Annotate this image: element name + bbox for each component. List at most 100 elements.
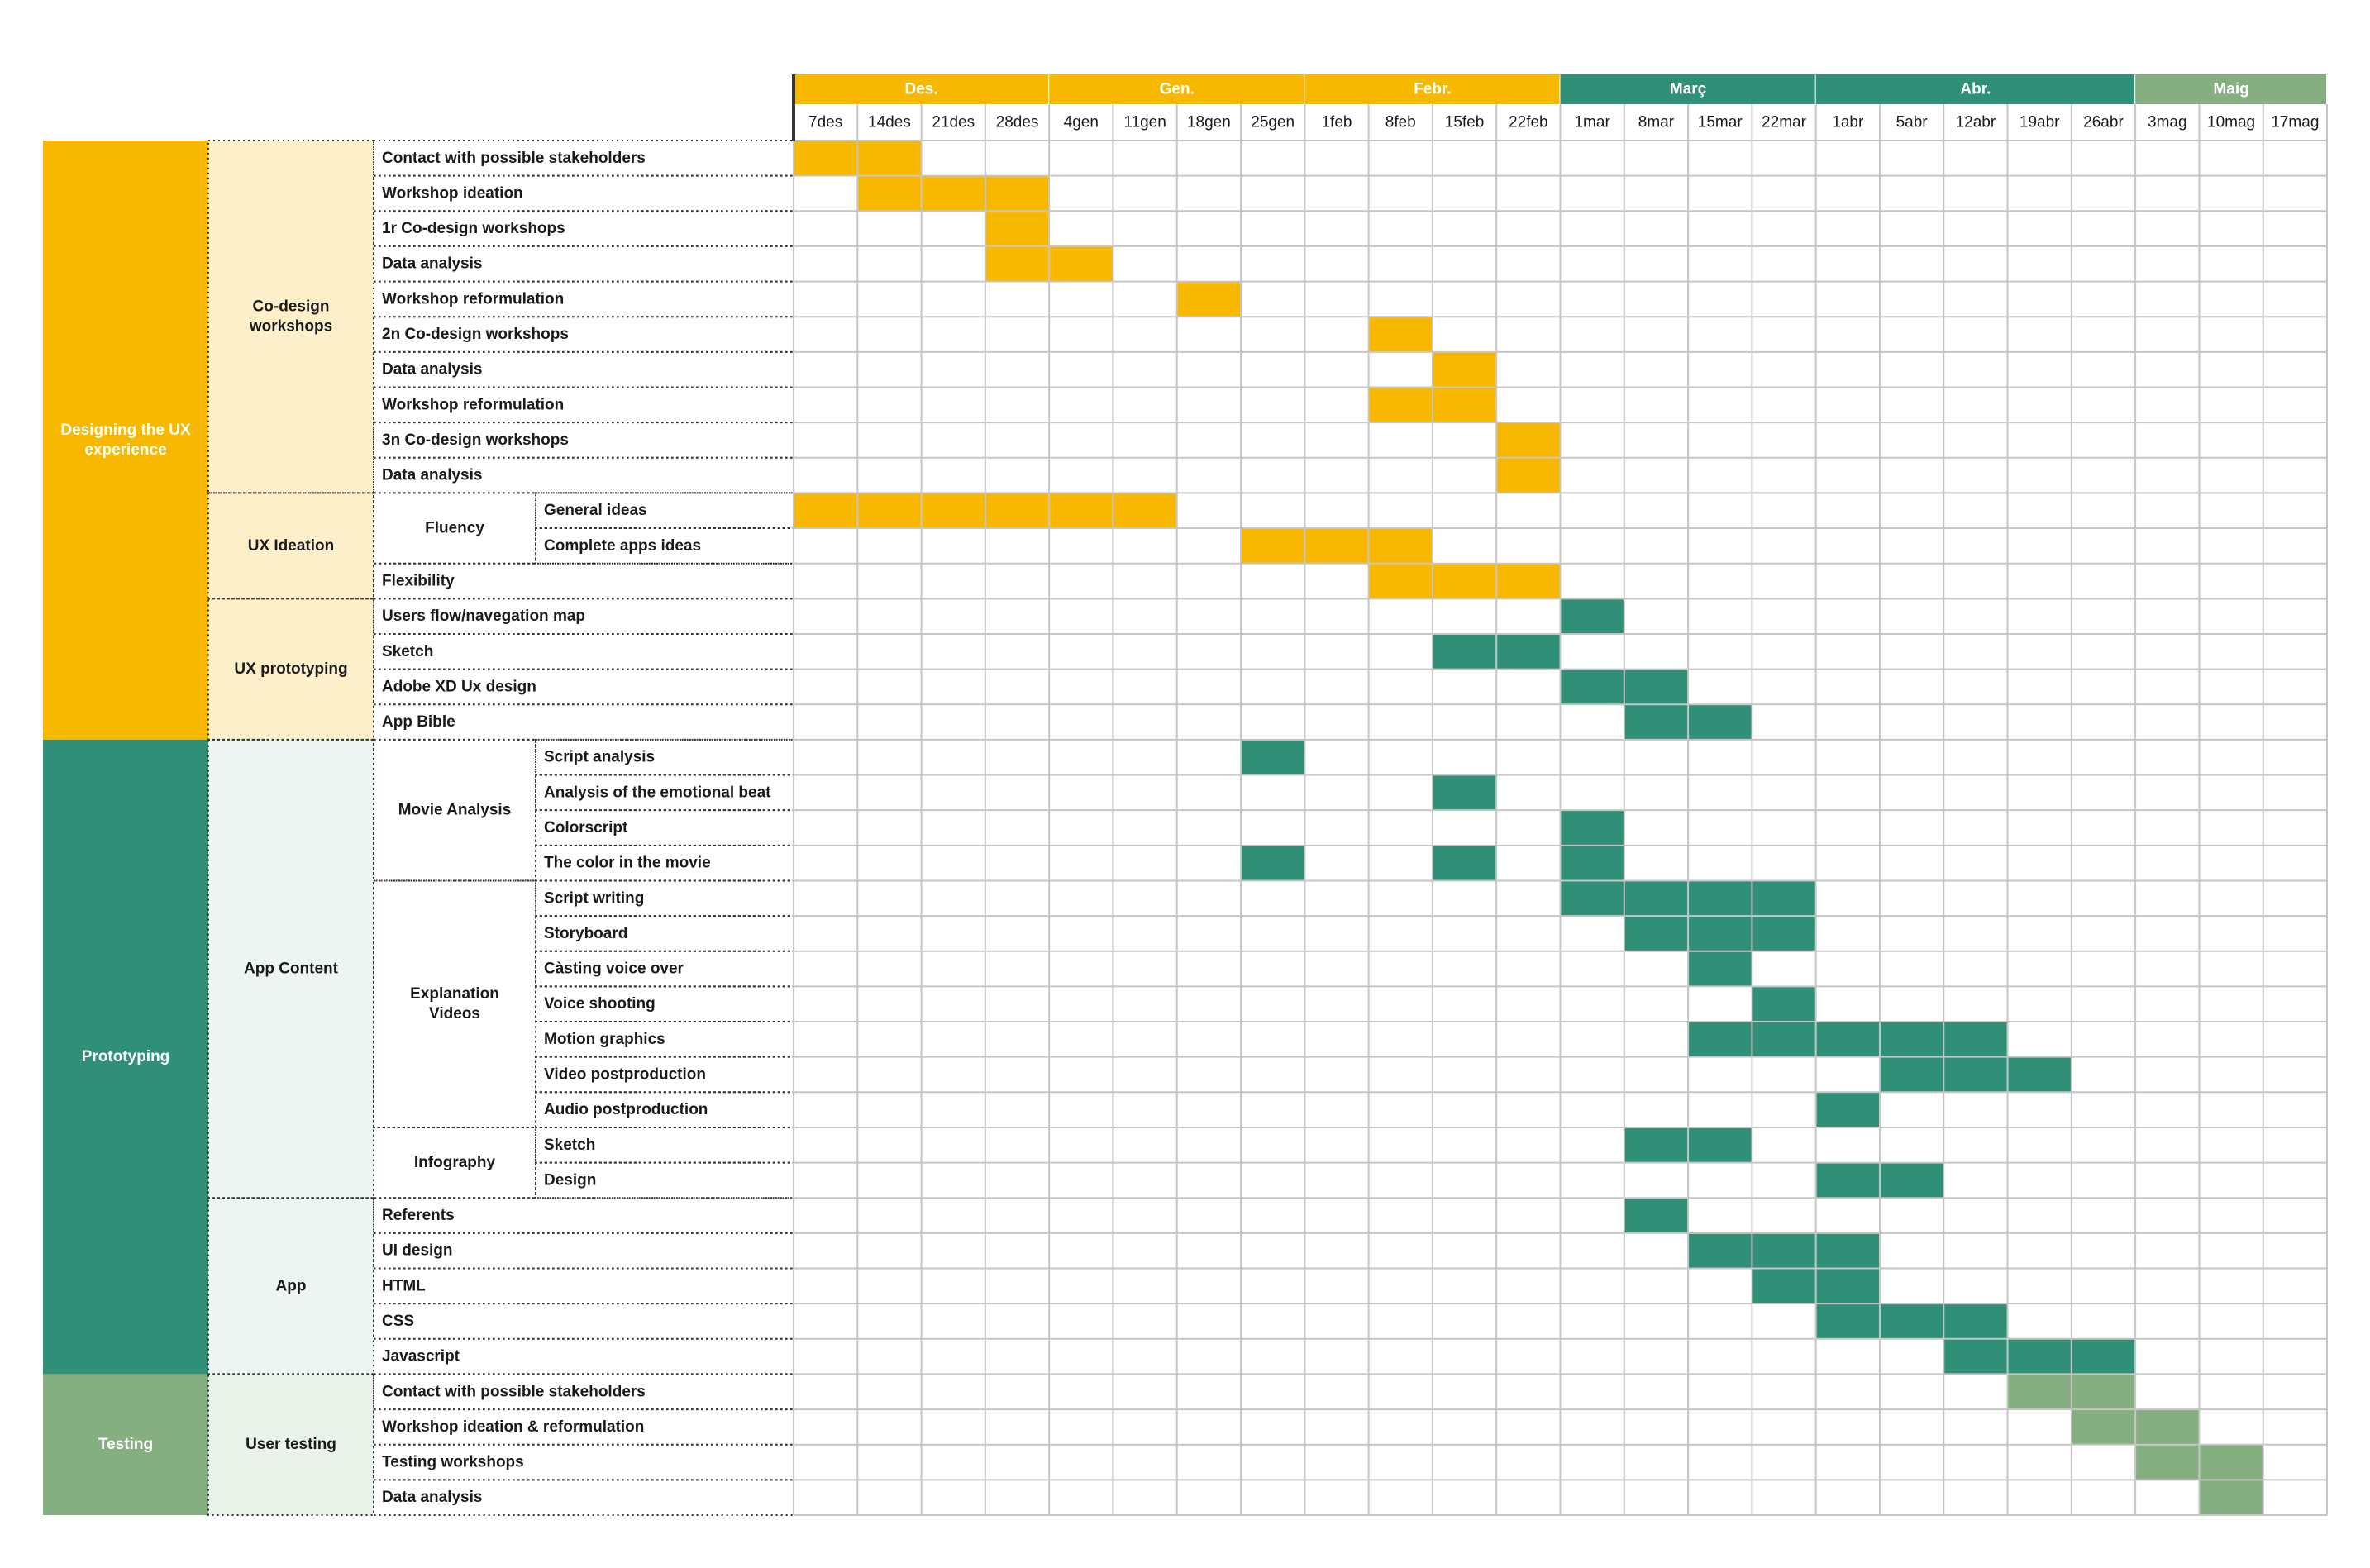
task-label-border [535, 1161, 794, 1199]
subcategory-block [208, 1198, 374, 1375]
gantt-bar-cell [1688, 704, 1752, 740]
gantt-bar-cell [1688, 916, 1752, 951]
category-label: Prototyping [82, 1048, 170, 1065]
timeline-grid [207, 104, 2328, 1517]
subcategory-label: User testing [246, 1436, 336, 1453]
gantt-bar-cell [1879, 1162, 1944, 1199]
month-header [1304, 74, 1561, 104]
group-label: Movie Analysis [398, 802, 512, 819]
month-label: Març [1670, 81, 1707, 98]
gantt-bar-cell [1432, 351, 1497, 388]
gantt-bar-cell [1049, 245, 1113, 282]
category-block [43, 141, 208, 740]
gantt-bar-cell [1241, 845, 1305, 881]
gantt-bar-cell [1815, 1268, 1880, 1304]
category-block [43, 1374, 208, 1515]
gantt-bar-cell [1496, 633, 1561, 670]
gantt-bar-cell [1688, 880, 1752, 917]
subcategory-border [207, 492, 374, 600]
gantt-bar-cell [1815, 1022, 1880, 1057]
month-label: Abr. [1960, 81, 1991, 98]
week-label: 21des [932, 114, 975, 131]
month-header [2135, 74, 2327, 104]
task-label: Script analysis [544, 749, 655, 766]
subcategory-block [208, 1374, 374, 1515]
task-label: Data analysis [382, 255, 482, 273]
task-label: Data analysis [382, 467, 482, 484]
task-label: Data analysis [382, 361, 482, 379]
gantt-bar-cell [1752, 880, 1816, 917]
task-label: Video postproduction [544, 1065, 706, 1083]
task-label: App Bible [382, 713, 455, 731]
subcategory-block [208, 598, 374, 740]
task-label-border [373, 1267, 794, 1305]
gantt-bar-cell [985, 175, 1050, 212]
task-label: Workshop ideation & reformulation [382, 1418, 644, 1436]
gantt-bar-cell [1560, 669, 1624, 705]
subcategory-block [208, 141, 374, 493]
gantt-bar-cell [985, 245, 1050, 282]
gantt-bar-cell [1368, 387, 1433, 423]
task-label: Workshop ideation [382, 184, 523, 202]
gantt-bar-cell [794, 493, 858, 529]
subcategory-border [207, 1373, 374, 1517]
gantt-bar-cell [1943, 1056, 2008, 1093]
subcategory-label: App Content [244, 960, 339, 978]
gantt-bar-cell [2199, 1444, 2263, 1480]
gantt-bar-cell [1624, 1198, 1689, 1233]
gantt-bar-cell [1432, 563, 1497, 599]
gantt-bar-cell [2071, 1374, 2136, 1410]
task-label: Contact with possible stakeholders [382, 1383, 646, 1400]
week-label: 5abr [1896, 114, 1929, 131]
task-label-border [535, 527, 794, 565]
week-label: 3mag [2148, 114, 2187, 131]
gantt-bar-cell [1752, 986, 1816, 1022]
gantt-bar-cell [1368, 528, 1433, 564]
gantt-bar-cell [1368, 317, 1433, 352]
gantt-bar-cell [2007, 1056, 2072, 1093]
gantt-bar-cell [2071, 1338, 2136, 1375]
week-label: 15mar [1698, 114, 1743, 131]
week-label: 22feb [1509, 114, 1548, 131]
gantt-bar-cell [1752, 1268, 1816, 1304]
task-bars [794, 141, 2263, 1515]
task-label: Workshop reformulation [382, 290, 564, 307]
task-label: Workshop reformulation [382, 396, 564, 413]
subcategory-border [207, 598, 374, 741]
category-label: Testing [98, 1436, 153, 1453]
gantt-bar-cell [1560, 810, 1624, 846]
task-label: Sketch [544, 1137, 595, 1154]
task-label: Analysis of the emotional beat [544, 784, 771, 801]
task-label: UI design [382, 1242, 453, 1260]
task-label: Contact with possible stakeholders [382, 150, 646, 167]
gantt-bar-cell [1815, 1162, 1880, 1199]
week-label: 22mar [1762, 114, 1807, 131]
gantt-bar-cell [1049, 493, 1113, 529]
gantt-bar-cell [1688, 951, 1752, 987]
task-label: Audio postproduction [544, 1101, 708, 1118]
month-label: Gen. [1160, 81, 1195, 98]
gantt-bar-cell [1560, 880, 1624, 917]
gantt-bar-cell [1752, 1022, 1816, 1057]
month-label: Des. [905, 81, 938, 98]
task-label: 2n Co-design workshops [382, 326, 569, 343]
subcategory-label: App [276, 1277, 307, 1294]
task-label: Adobe XD Ux design [382, 678, 536, 695]
week-label: 11gen [1123, 114, 1166, 131]
gantt-bar-cell [2199, 1480, 2263, 1515]
task-label: Sketch [382, 643, 433, 660]
gantt-bar-cell [1304, 528, 1369, 564]
subcategory-label: UX Ideation [248, 537, 335, 555]
gantt-bar-cell [857, 175, 922, 212]
week-label: 1abr [1832, 114, 1864, 131]
gantt-bar-cell [1496, 457, 1561, 493]
gantt-bar-cell [1943, 1022, 2008, 1057]
week-label: 10mag [2207, 114, 2255, 131]
task-label: Motion graphics [544, 1031, 665, 1048]
task-label: Storyboard [544, 925, 627, 942]
